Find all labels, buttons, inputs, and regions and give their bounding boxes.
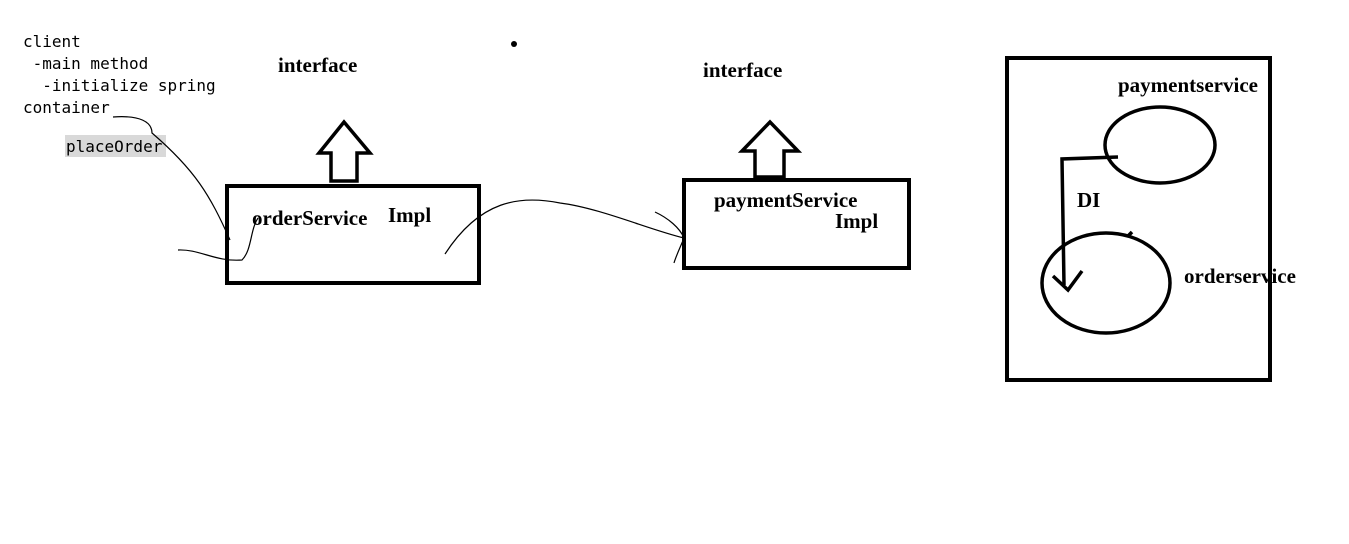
call-connector-line [177, 217, 259, 261]
container-order-label: orderservice [1184, 264, 1296, 288]
container-payment-label: paymentservice [1118, 73, 1258, 97]
client-note-line: -main method [23, 54, 148, 73]
implements-arrow-icon [315, 119, 374, 183]
client-note-line: -initialize spring [23, 76, 216, 95]
client-note: client -main method -initialize spring c… [23, 32, 216, 157]
order-bean-circle [1040, 231, 1172, 335]
interface-label-left: interface [278, 53, 357, 77]
stray-dot [511, 41, 517, 47]
client-connector-line [112, 116, 231, 241]
spring-container-box [1005, 56, 1272, 382]
di-label: DI [1077, 188, 1100, 212]
implements-arrow-icon [737, 119, 803, 179]
interface-label-right: interface [703, 58, 782, 82]
place-order-highlight [65, 135, 166, 157]
payment-bean-circle [1103, 105, 1217, 185]
order-service-label: orderService [252, 206, 367, 230]
payment-service-label: paymentService [714, 188, 857, 212]
client-note-line: client [23, 32, 81, 51]
di-arrowhead-icon [1051, 269, 1084, 293]
payment-service-impl-suffix: Impl [835, 209, 878, 233]
order-service-impl-box [225, 184, 481, 285]
payment-service-impl-box [682, 178, 911, 270]
place-order-label: placeOrder [66, 137, 163, 156]
client-note-line: container [23, 98, 110, 117]
order-service-impl-suffix: Impl [388, 203, 431, 227]
di-arrow-line [1060, 155, 1119, 286]
stray-tick [1126, 230, 1134, 238]
